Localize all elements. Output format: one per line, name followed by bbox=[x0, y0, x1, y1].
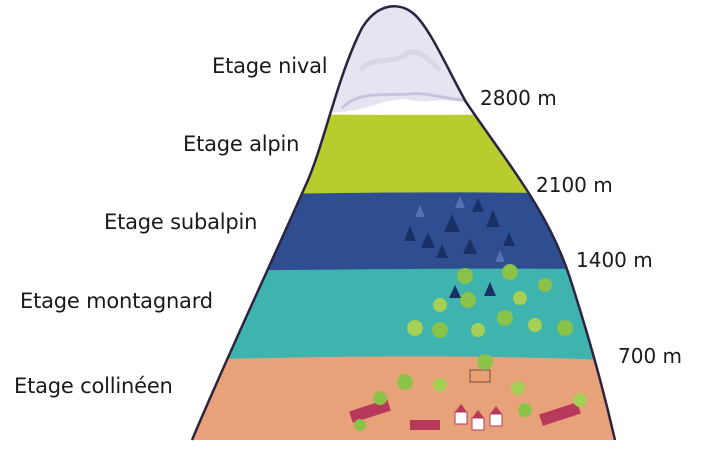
zone-label-nival: Etage nival bbox=[212, 54, 327, 78]
zone-label-subalpin: Etage subalpin bbox=[104, 210, 257, 234]
altitude-2100: 2100 m bbox=[536, 173, 613, 197]
altitude-1400: 1400 m bbox=[576, 248, 653, 272]
altitude-700: 700 m bbox=[618, 344, 682, 368]
zone-label-collineen: Etage collinéen bbox=[14, 374, 173, 398]
altitude-2800: 2800 m bbox=[480, 86, 557, 110]
zone-montagnard bbox=[150, 262, 650, 362]
zone-label-alpin: Etage alpin bbox=[183, 132, 299, 156]
zone-label-montagnard: Etage montagnard bbox=[20, 289, 213, 313]
